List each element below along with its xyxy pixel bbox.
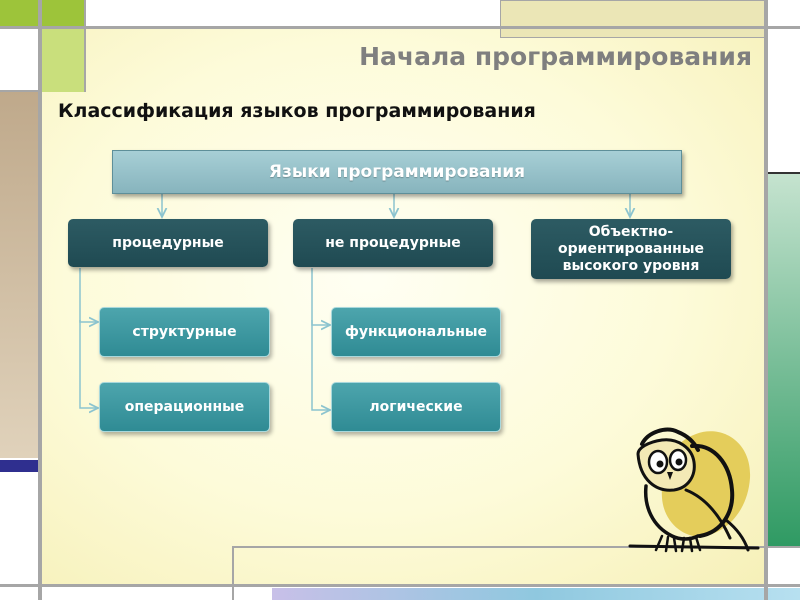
bottom-gradient-strip bbox=[272, 588, 800, 600]
frame-line bbox=[0, 26, 800, 29]
node-structural-label: структурные bbox=[132, 323, 237, 340]
frame-line bbox=[768, 172, 800, 174]
node-functional: функциональные bbox=[331, 307, 501, 357]
node-procedural: процедурные bbox=[68, 219, 268, 267]
node-root-label: Языки программирования bbox=[268, 162, 526, 182]
navy-side-stripe bbox=[0, 460, 38, 472]
node-functional-label: функциональные bbox=[344, 323, 488, 340]
frame-line bbox=[38, 0, 42, 600]
node-operational-label: операционные bbox=[124, 398, 245, 415]
frame-line bbox=[84, 0, 86, 92]
node-nonprocedural-label: не процедурные bbox=[325, 234, 461, 251]
node-logical-label: логические bbox=[369, 398, 463, 415]
node-procedural-label: процедурные bbox=[112, 234, 224, 251]
connector-procedural-structural bbox=[79, 268, 98, 322]
node-logical: логические bbox=[331, 382, 501, 432]
node-oop: Объектно-ориентированные высокого уровня bbox=[531, 219, 731, 279]
frame-line bbox=[232, 546, 234, 600]
owl-icon bbox=[628, 427, 760, 553]
node-operational: операционные bbox=[99, 382, 270, 432]
slide-subtitle: Классификация языков программирования bbox=[58, 100, 536, 122]
node-nonprocedural: не процедурные bbox=[293, 219, 493, 267]
frame-line bbox=[232, 546, 800, 548]
node-structural: структурные bbox=[99, 307, 270, 357]
brown-side-block bbox=[0, 92, 38, 458]
green-corner-block bbox=[0, 0, 86, 26]
connector-procedural-operational bbox=[79, 320, 98, 408]
node-oop-label: Объектно-ориентированные высокого уровня bbox=[558, 223, 704, 274]
green-side-block bbox=[768, 174, 800, 546]
frame-line bbox=[0, 584, 800, 587]
lime-block bbox=[42, 28, 86, 92]
frame-line bbox=[764, 0, 768, 600]
slide-title: Начала программирования bbox=[359, 42, 752, 71]
frame-line bbox=[0, 90, 40, 92]
connector-nonprocedural-logical bbox=[311, 320, 330, 410]
connector-nonprocedural-functional bbox=[311, 268, 330, 325]
node-root: Языки программирования bbox=[112, 150, 682, 194]
